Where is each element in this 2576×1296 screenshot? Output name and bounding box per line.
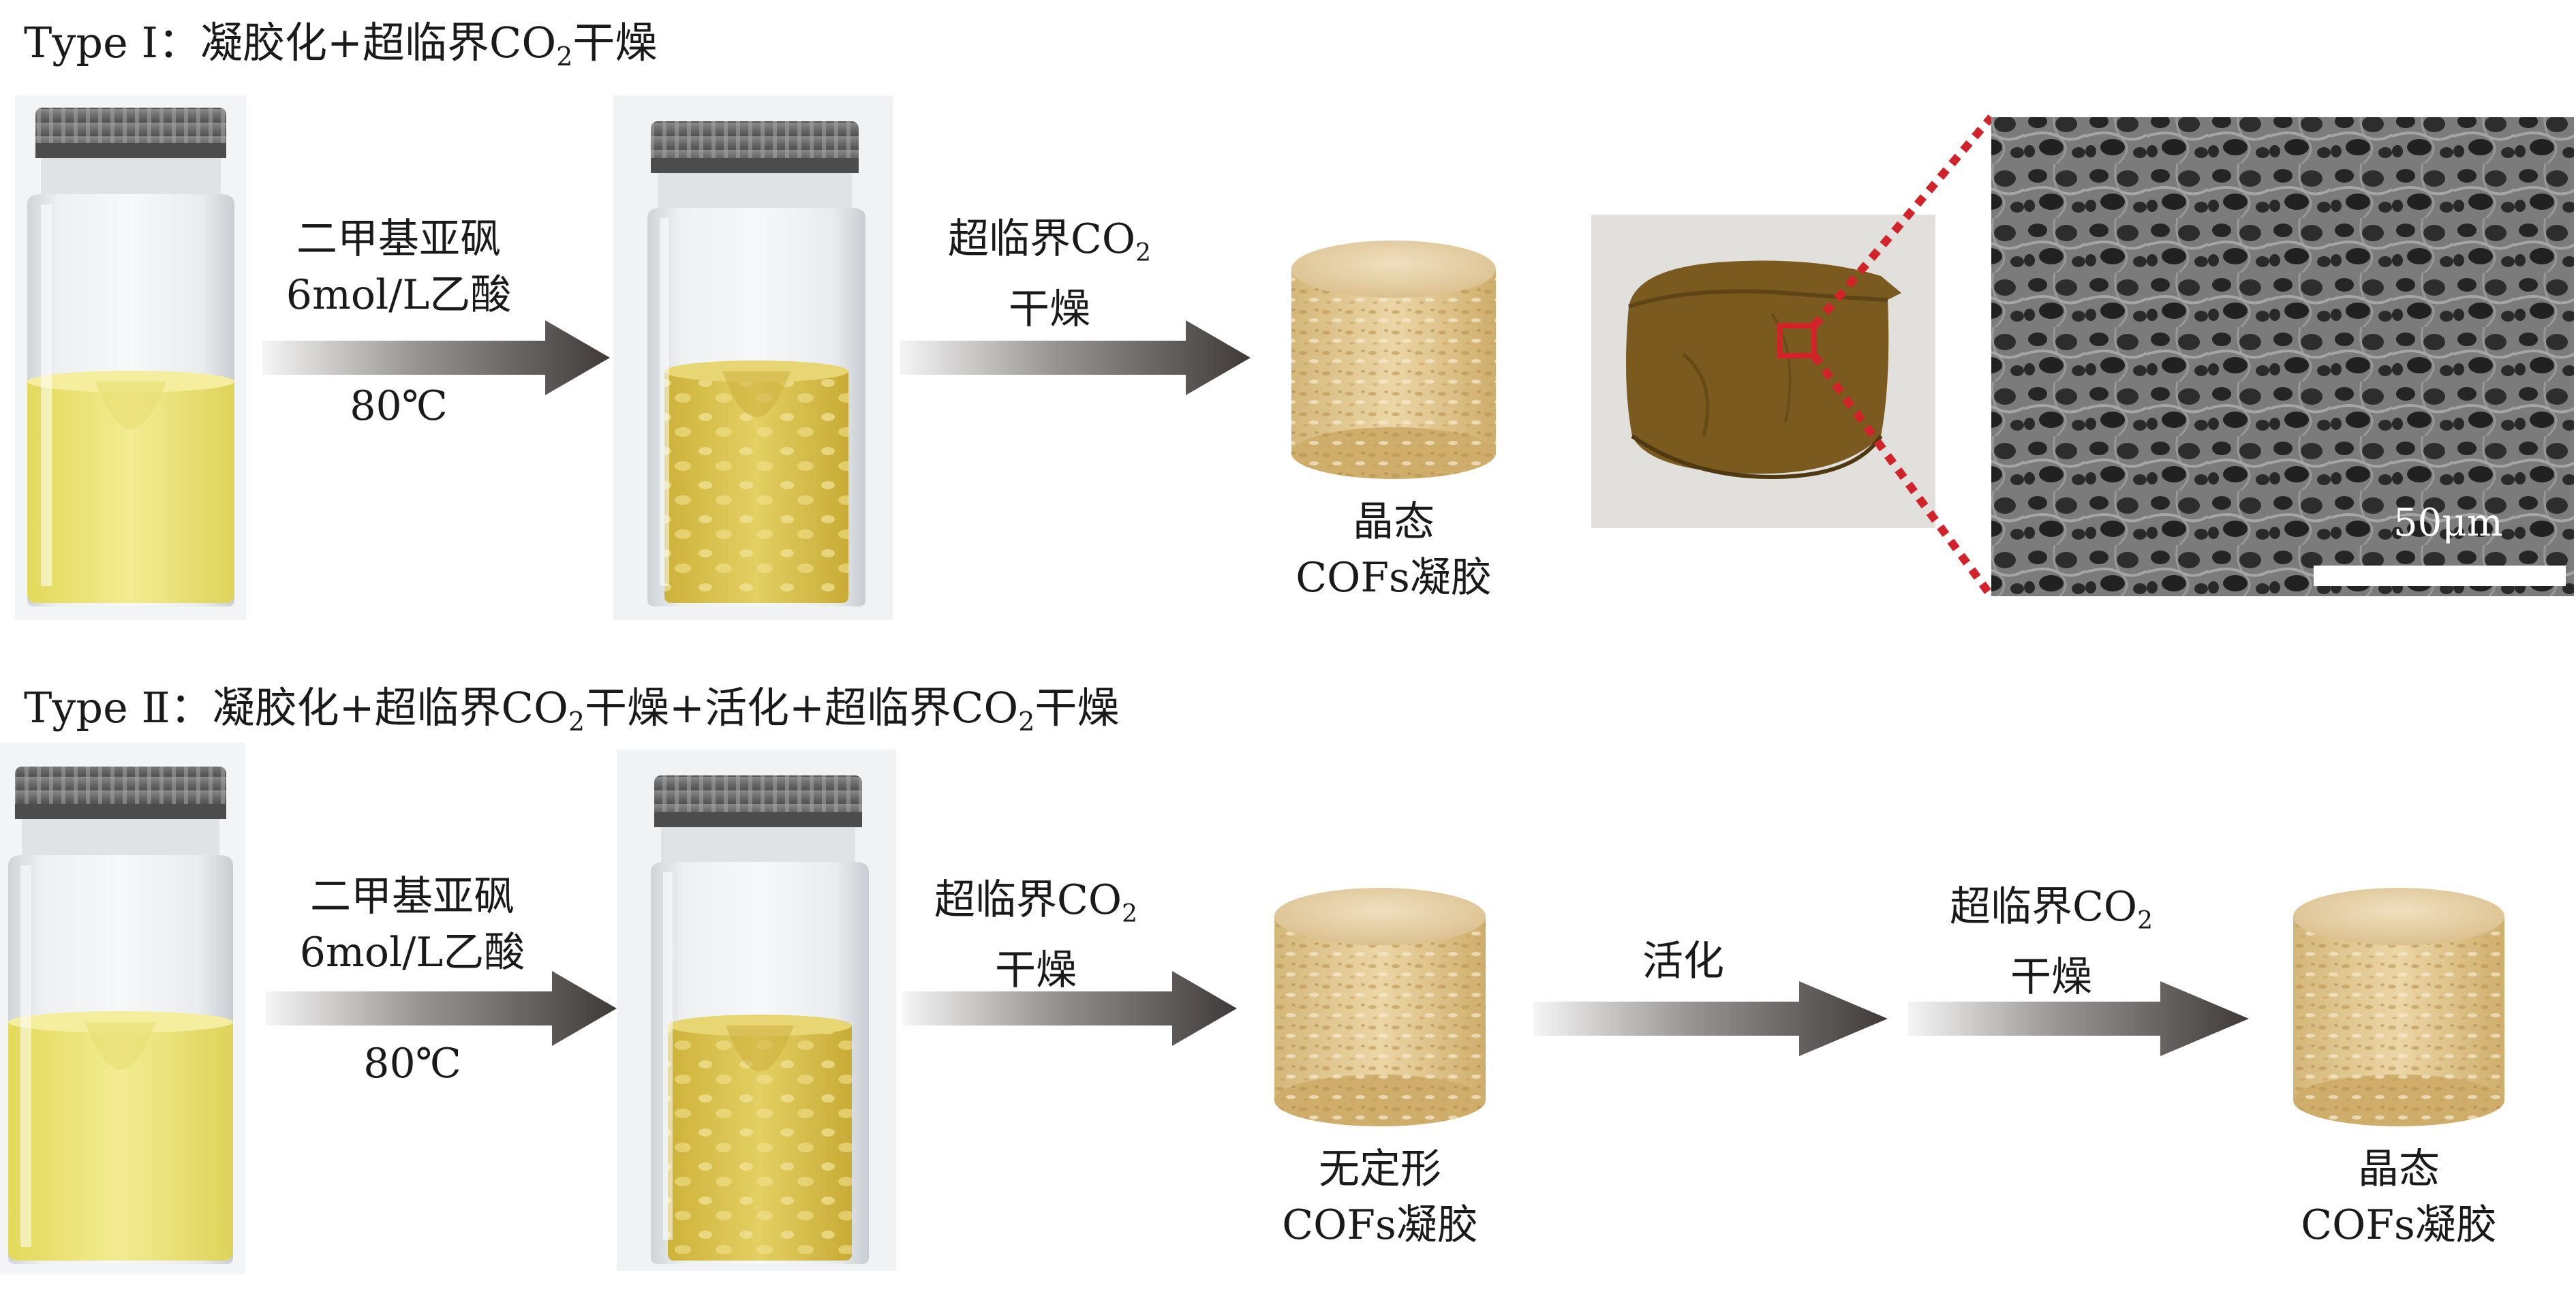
type2-step2-label: 超临界CO2 干燥 xyxy=(900,872,1172,998)
type1-cylinder-crystalline-gel xyxy=(1291,241,1496,479)
type1-product-label: 晶态 COFs凝胶 xyxy=(1281,494,1506,606)
type2-product1-label: 无定形 COFs凝胶 xyxy=(1268,1141,1492,1253)
type1-step1-temp: 80℃ xyxy=(307,378,491,434)
type2-step3-label: 活化 xyxy=(1588,934,1779,989)
scale-bar xyxy=(2314,566,2566,586)
type2-cylinder-amorphous-gel xyxy=(1274,888,1486,1126)
type1-vial-gel xyxy=(613,95,893,620)
type2-step4-label: 超临界CO2 干燥 xyxy=(1915,879,2188,1005)
type2-arrow-gelation xyxy=(266,971,617,1046)
type2-step1-temp: 80℃ xyxy=(320,1036,504,1092)
type2-cylinder-crystalline-gel xyxy=(2293,888,2504,1126)
type2-product2-label: 晶态 COFs凝胶 xyxy=(2286,1141,2511,1253)
type2-arrow-activation xyxy=(1533,981,1888,1056)
type1-title: Type Ⅰ：凝胶化+超临界CO2干燥 xyxy=(24,22,657,78)
type2-step1-label: 二甲基亚砜 6mol/L乙酸 xyxy=(286,869,538,981)
type1-step1-label: 二甲基亚砜 6mol/L乙酸 xyxy=(273,211,525,323)
type2-title: Type Ⅱ：凝胶化+超临界CO2干燥+活化+超临界CO2干燥 xyxy=(24,687,1119,743)
type1-step2-label: 超临界CO2 干燥 xyxy=(913,211,1186,337)
type1-vial-solution xyxy=(15,95,247,620)
type2-vial-gel xyxy=(617,750,896,1271)
type1-gel-photo xyxy=(1591,215,1935,528)
type1-scale-bar-label: 50μm xyxy=(2393,501,2503,545)
type2-vial-solution xyxy=(0,743,245,1274)
